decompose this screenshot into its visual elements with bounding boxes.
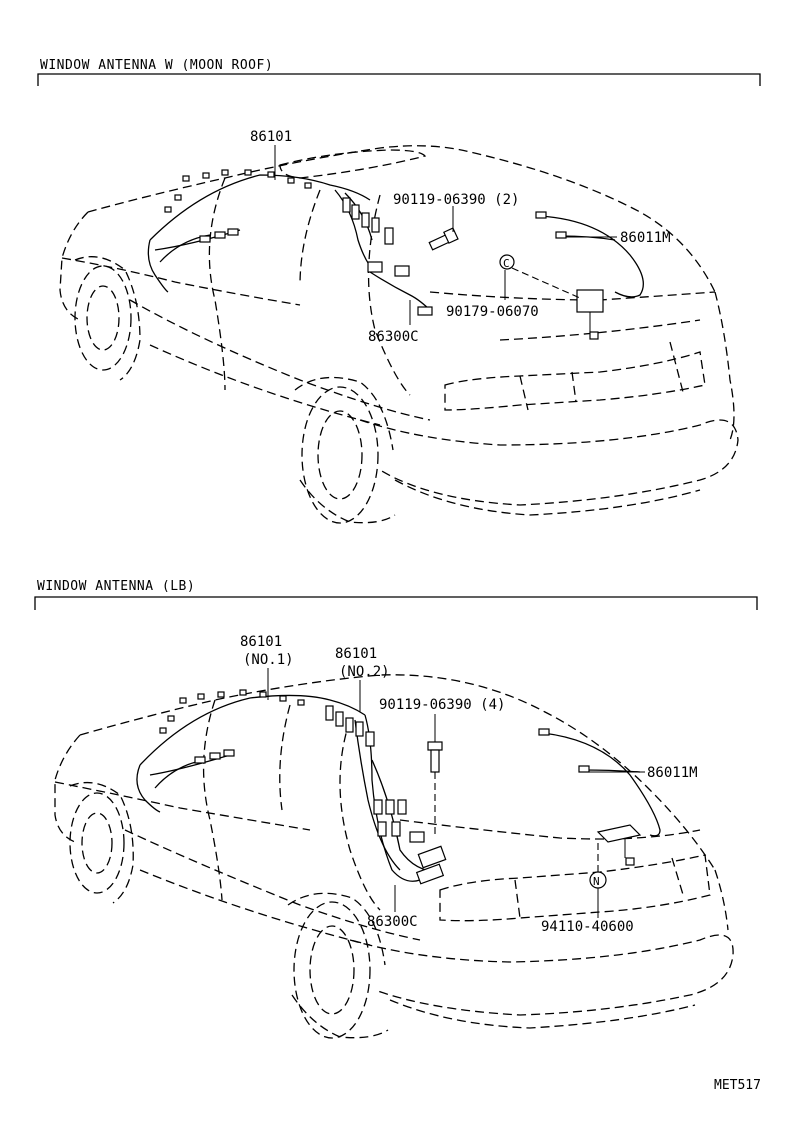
section-2-header: WINDOW ANTENNA (LB)	[34, 579, 758, 610]
label-86011M-top: 86011M	[620, 230, 671, 246]
label-90119-06390-bottom: 90119-06390 (4)	[379, 697, 505, 713]
section-1-header: WINDOW ANTENNA W (MOON ROOF)	[37, 58, 761, 86]
label-no1: (NO.1)	[243, 652, 294, 668]
antenna-lead-86011M-bottom	[538, 728, 661, 866]
bolt-90119-bottom	[427, 741, 443, 835]
label-90179-06070: 90179-06070	[446, 304, 539, 320]
label-86300C-bottom: 86300C	[367, 914, 418, 930]
callout-symbol-C: C	[503, 257, 510, 270]
clip-callout-C: C	[499, 254, 581, 299]
label-86101-top: 86101	[250, 129, 292, 145]
label-86101-no2: 86101	[335, 646, 377, 662]
figure-id: MET517	[714, 1078, 761, 1093]
nut-callout-N: N	[589, 842, 607, 889]
harness-86101-top	[147, 169, 433, 316]
car-illustration-bottom	[54, 674, 734, 1039]
label-90119-06390-top: 90119-06390 (2)	[393, 192, 519, 208]
label-94110-40600: 94110-40600	[541, 919, 634, 935]
antenna-lead-86011M-top	[535, 211, 644, 340]
label-86101-no1: 86101	[240, 634, 282, 650]
leaders-bottom	[267, 668, 645, 918]
section-1-title: WINDOW ANTENNA W (MOON ROOF)	[40, 58, 273, 73]
harness-86101-bottom	[136, 689, 447, 885]
section-2-title: WINDOW ANTENNA (LB)	[37, 579, 195, 594]
label-86300C-top: 86300C	[368, 329, 419, 345]
label-no2: (NO.2)	[339, 664, 390, 680]
bolt-90119-top	[428, 227, 459, 251]
label-86011M-bottom: 86011M	[647, 765, 698, 781]
callout-symbol-N: N	[593, 875, 600, 888]
leaders-top	[274, 145, 617, 325]
car-illustration-top	[59, 145, 739, 524]
